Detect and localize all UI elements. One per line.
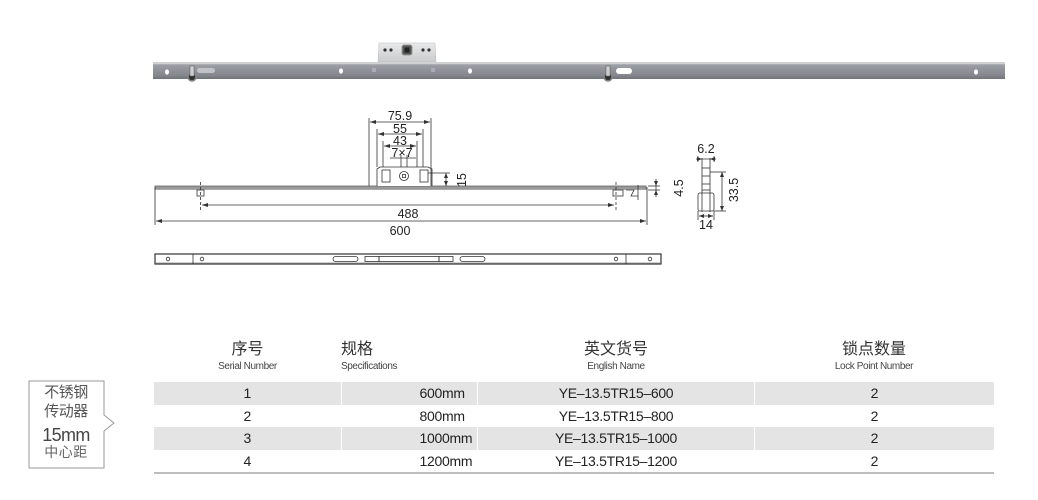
header-lock-points: 锁点数量 Lock Point Number <box>834 341 914 372</box>
header-english-name: 英文货号 English Name <box>583 341 648 372</box>
dim-gearbox-inner: 43 <box>393 134 407 148</box>
table-row: 3 1000mm YE–13.5TR15–1000 2 <box>154 427 994 450</box>
header-spec: 规格 Specifications <box>341 341 398 372</box>
callout-type: 传动器 <box>44 403 88 420</box>
header-serial: 序号 Serial Number <box>218 341 277 372</box>
dim-profile-top: 6.2 <box>697 142 714 156</box>
technical-drawing: 75.9 55 43 7×7 488 600 15 4.5 <box>154 109 686 265</box>
table-row: 2 800mm YE–13.5TR15–800 2 <box>154 404 994 427</box>
callout-size-label: 中心距 <box>44 444 88 460</box>
profile-drawing: 6.2 14 33.5 <box>696 142 741 230</box>
table-bottom-rule <box>154 472 994 474</box>
dim-gearbox-outer: 75.9 <box>388 109 412 123</box>
dim-gearbox-height: 15 <box>455 173 469 187</box>
callout-material: 不锈钢 <box>44 384 88 401</box>
table-row: 4 1200mm YE–13.5TR15–1200 2 <box>154 449 994 472</box>
dim-lock-spacing: 488 <box>398 207 419 221</box>
product-callout: 不锈钢 传动器 15mm 中心距 <box>28 380 115 469</box>
dim-total-length: 600 <box>390 224 411 238</box>
dim-bar-thickness: 4.5 <box>672 179 686 196</box>
table-header: 序号 Serial Number 规格 Specifications 英文货号 … <box>154 340 994 382</box>
dim-gearbox-mid: 55 <box>393 122 407 136</box>
dim-profile-height: 33.5 <box>727 178 741 202</box>
product-photo <box>153 42 1005 82</box>
spec-table: 序号 Serial Number 规格 Specifications 英文货号 … <box>154 340 994 474</box>
callout-border <box>28 380 115 469</box>
dim-square-hole: 7×7 <box>391 146 412 160</box>
callout-size: 15mm <box>42 425 90 445</box>
dim-profile-bottom: 14 <box>699 218 713 230</box>
table-row: 1 600mm YE–13.5TR15–600 2 <box>154 382 994 405</box>
